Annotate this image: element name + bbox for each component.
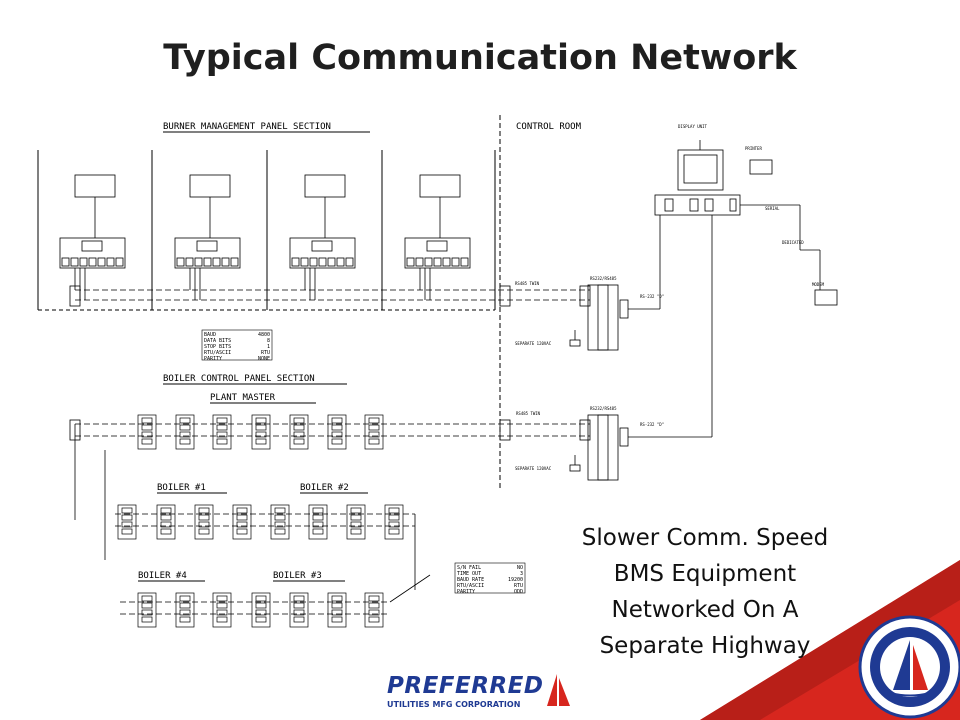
svg-text:RS232/RS485: RS232/RS485 [590, 276, 617, 281]
io-panel [174, 237, 241, 269]
svg-text:MODEM: MODEM [812, 282, 825, 287]
plc-module [74, 174, 116, 198]
boiler1-label: BOILER #1 [157, 483, 206, 493]
loop-controller [308, 504, 328, 540]
loop-controller [270, 504, 290, 540]
company-seal-icon [858, 615, 960, 719]
control-room-label: CONTROL ROOM [516, 122, 582, 132]
loop-controller [212, 592, 232, 628]
loop-controller [137, 414, 157, 450]
table-row-value: NONE [258, 356, 270, 362]
loop-controller [364, 414, 384, 450]
company-logo: PREFERRED UTILITIES MFG CORPORATION [383, 672, 583, 716]
table-row-label: BAUD RATE [457, 577, 484, 583]
table-row-label: PARITY [457, 589, 475, 595]
svg-text:DISPLAY UNIT: DISPLAY UNIT [678, 124, 707, 129]
table-row-value: 8 [267, 338, 270, 344]
plc-module [304, 174, 346, 198]
loop-controller [327, 592, 347, 628]
loop-controller [117, 504, 137, 540]
logo-wordmark: PREFERRED [387, 673, 544, 699]
svg-text:SEPARATE 120VAC: SEPARATE 120VAC [515, 466, 552, 471]
caption-line: BMS Equipment [613, 561, 797, 587]
svg-text:RS485 TWIN: RS485 TWIN [515, 281, 540, 286]
svg-text:RS485 TWIN: RS485 TWIN [516, 411, 541, 416]
table-row-value: 3 [520, 571, 523, 577]
loop-controller [156, 504, 176, 540]
loop-controller [346, 504, 366, 540]
svg-text:SERIAL: SERIAL [765, 206, 780, 211]
loop-controller [175, 592, 195, 628]
svg-text:RS232/RS485: RS232/RS485 [590, 406, 617, 411]
boiler2-label: BOILER #2 [300, 483, 349, 493]
loop-controller [327, 414, 347, 450]
burner-section-label: BURNER MANAGEMENT PANEL SECTION [163, 122, 331, 132]
table-row-label: S/N FAIL [457, 565, 481, 571]
svg-text:RS-232 "D": RS-232 "D" [640, 294, 664, 299]
modem [814, 289, 838, 306]
loop-controller [194, 504, 214, 540]
svg-text:PRINTER: PRINTER [745, 146, 762, 151]
loop-controller [289, 414, 309, 450]
plc-module [419, 174, 461, 198]
loop-controller [364, 592, 384, 628]
table-row-value: 1 [267, 344, 270, 350]
table-row-label: PARITY [204, 356, 222, 362]
table-row-value: 4800 [258, 332, 270, 338]
converter-top [587, 284, 619, 351]
workstation [654, 140, 838, 306]
sail-icon [547, 674, 570, 706]
slide-caption: Slower Comm. Speed BMS Equipment Network… [560, 520, 850, 664]
boiler4-label: BOILER #4 [138, 571, 187, 581]
slide-title: Typical Communication Network [163, 38, 797, 78]
loop-controller [251, 414, 271, 450]
table-row-value: 19200 [508, 577, 523, 583]
table-row-value: RTU [514, 583, 523, 589]
caption-line: Networked On A [611, 597, 799, 623]
loop-controller [212, 414, 232, 450]
boiler-control-section-label: BOILER CONTROL PANEL SECTION [163, 374, 315, 384]
table-row-value: ODD [514, 589, 523, 595]
caption-line: Slower Comm. Speed [581, 525, 829, 551]
table-row-label: RTU/ASCII [457, 583, 484, 589]
io-panel [404, 237, 471, 269]
svg-text:DEDICATED: DEDICATED [782, 240, 804, 245]
boiler3-label: BOILER #3 [273, 571, 322, 581]
svg-text:RS-232 "D": RS-232 "D" [640, 422, 664, 427]
loop-controller [175, 414, 195, 450]
table-row-value: NO [517, 565, 523, 571]
loop-controller [137, 592, 157, 628]
table-row-label: TIME OUT [457, 571, 481, 577]
plc-module [189, 174, 231, 198]
loop-controller [384, 504, 404, 540]
table-row-label: STOP BITS [204, 344, 231, 350]
table-row-label: BAUD [204, 332, 216, 338]
caption-line: Separate Highway [599, 633, 811, 659]
table-row-label: DATA BITS [204, 338, 231, 344]
io-panel [59, 237, 126, 269]
table-row-value: RTU [261, 350, 270, 356]
io-panel [289, 237, 356, 269]
plant-master-label: PLANT MASTER [210, 393, 276, 403]
logo-subtext: UTILITIES MFG CORPORATION [387, 700, 521, 709]
loop-controller [232, 504, 252, 540]
loop-controller [289, 592, 309, 628]
printer [749, 159, 773, 175]
svg-text:SEPARATE 120VAC: SEPARATE 120VAC [515, 341, 552, 346]
table-row-label: RTU/ASCII [204, 350, 231, 356]
converter-bottom [587, 414, 619, 481]
loop-controller [251, 592, 271, 628]
